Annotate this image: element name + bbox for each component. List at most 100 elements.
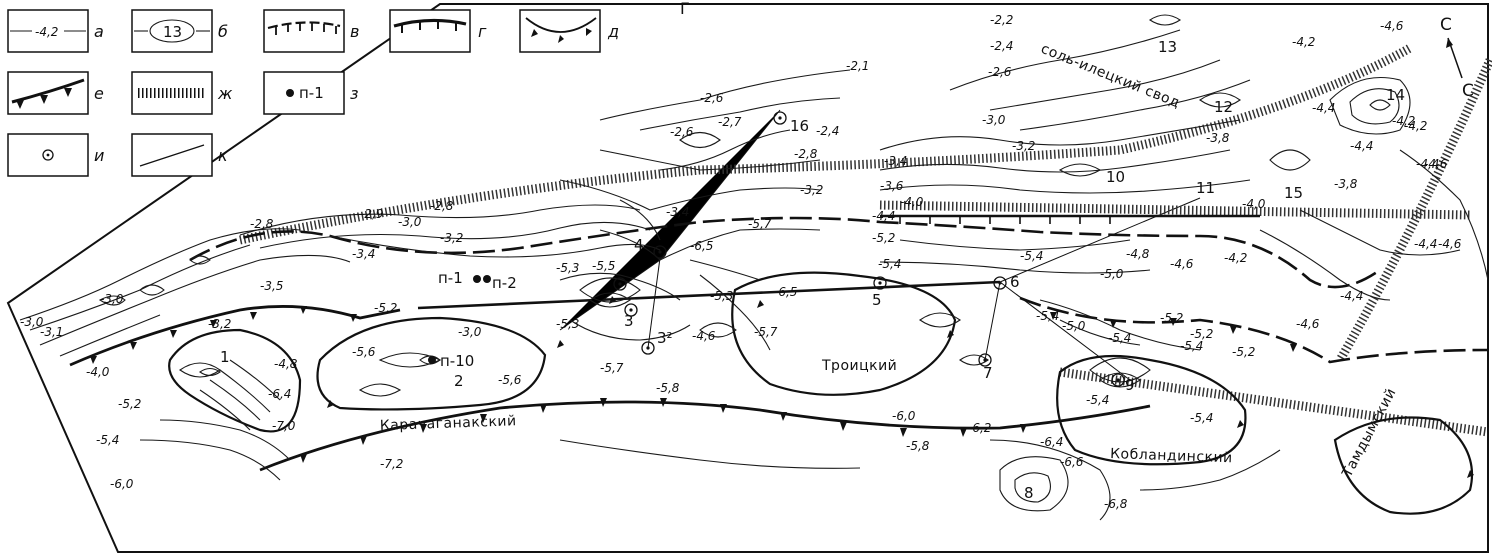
contour-label: -5,8 xyxy=(656,381,680,395)
contour-label: -4,6 xyxy=(1170,257,1194,271)
structure-number: 5 xyxy=(872,291,882,309)
structure-number: 3 xyxy=(624,312,634,330)
contour-label: -4,2 xyxy=(1392,114,1415,128)
contour-label: -4,4 xyxy=(872,209,895,223)
contour-label: -3,0 xyxy=(398,215,422,229)
legend-item-d: д xyxy=(519,9,619,53)
contour-label: -4,0 xyxy=(900,195,924,209)
legend-sample-label: -4,2 xyxy=(35,25,58,39)
contour-label: -5,2 xyxy=(872,231,895,245)
contour-label: -2,8 xyxy=(250,217,274,231)
legend-item-zh: ж xyxy=(131,71,233,115)
koblandinsky-label: Кобландинский xyxy=(1110,446,1233,466)
contour-label: -7,2 xyxy=(380,457,403,471)
outline-tamdymsky xyxy=(1333,416,1474,515)
contour-label: -4,2 xyxy=(1292,35,1315,49)
contour-label: -3,6 xyxy=(880,179,904,193)
legend-key: б xyxy=(218,22,228,41)
well-label: п-10 xyxy=(440,352,474,370)
contour-label: -3,0 xyxy=(100,292,124,306)
north-arrow: С С xyxy=(1440,15,1474,101)
legend-item-a: -4,2 а xyxy=(7,9,104,53)
contour-label: -6,4 xyxy=(1040,435,1063,449)
contour-label: -3,2 xyxy=(800,183,823,197)
contour-label: -6,5 xyxy=(690,239,713,253)
legend-item-b: 13 б xyxy=(131,9,228,53)
legend-key: и xyxy=(94,146,104,165)
outline-struct-1 xyxy=(168,328,302,433)
fault-lines xyxy=(69,214,1489,472)
contour-label: -5,4 xyxy=(96,433,119,447)
legend-key: д xyxy=(607,22,619,41)
structure-number: 13 xyxy=(1158,38,1177,56)
contour-label: -5,8 xyxy=(906,439,930,453)
contour-label: -4,2 xyxy=(1404,119,1427,133)
structure-number: 6 xyxy=(1010,273,1020,291)
contour-label: -5,0 xyxy=(1100,267,1124,281)
contour-label: -3,4 xyxy=(884,154,907,168)
contour-label: -6,2 xyxy=(968,421,991,435)
structure-number: 7 xyxy=(983,364,993,382)
contour-label: -4,4 xyxy=(1416,157,1439,171)
karachaganak-label: Карачаганакский xyxy=(380,413,517,434)
legend-sample-label: 13 xyxy=(163,23,182,41)
contour-label: -3,5 xyxy=(260,279,283,293)
contour-label: -5,2 xyxy=(1160,311,1183,325)
structure-number: 14 xyxy=(1386,86,1405,104)
contour-label: -4,4 xyxy=(1312,101,1335,115)
top-mark: Г xyxy=(680,0,690,18)
contour-label: -6,6 xyxy=(1060,455,1084,469)
legend: -4,2 а 13 б в г д xyxy=(7,9,619,177)
structure-number: 16 xyxy=(790,117,809,135)
structure-number: 15 xyxy=(1284,184,1303,202)
legend-key: в xyxy=(350,22,359,41)
legend-item-i: и xyxy=(7,133,104,177)
contour-label: -5,2 xyxy=(1190,327,1213,341)
troitsky-label: Троицкий xyxy=(821,358,897,374)
legend-item-e: е xyxy=(7,71,104,115)
contour-label: -4,6 xyxy=(1424,157,1448,171)
contour-label: -6,0 xyxy=(110,477,134,491)
contour-label: -5,3 xyxy=(556,317,579,331)
contour-label: -2,1 xyxy=(846,59,869,73)
contour-label: -4,4 xyxy=(1414,237,1437,251)
contour-label: -3,0 xyxy=(458,325,482,339)
structure-number: 9 xyxy=(1125,376,1135,394)
contour-label: -5,6 xyxy=(352,345,376,359)
contour-label: -3,8 xyxy=(1206,131,1230,145)
contour-label: -4,6 xyxy=(1438,237,1462,251)
isolines xyxy=(19,14,1489,521)
contour-label: -2,4 xyxy=(816,124,839,138)
legend-item-g: г xyxy=(389,9,487,53)
contour-label: -3,0 xyxy=(20,315,44,329)
legend-key: ж xyxy=(217,84,233,103)
contour-label: -2,2 xyxy=(990,13,1013,27)
contour-label: -6,5 xyxy=(774,285,797,299)
contour-label: -4,0 xyxy=(1242,197,1266,211)
contour-label: -3,2 xyxy=(208,317,231,331)
structure-number: 11 xyxy=(1196,179,1215,197)
outline-karachaganak xyxy=(316,316,547,411)
contour-label: -2,8 xyxy=(794,147,818,161)
structure-outlines xyxy=(168,271,1474,515)
well-marker xyxy=(428,356,436,364)
contour-label: -5,4 xyxy=(878,257,901,271)
legend-key: г xyxy=(478,22,487,41)
contour-label: -5,3 xyxy=(556,261,579,275)
contour-label: -2,6 xyxy=(988,65,1012,79)
contour-label: -5,7 xyxy=(754,325,778,339)
structure-number: 1 xyxy=(220,348,230,366)
structure-number: 4 xyxy=(634,236,644,254)
contour-label: -3,0 xyxy=(982,113,1006,127)
contour-label: -5,0 xyxy=(1062,319,1086,333)
contour-label: -5,4 xyxy=(1108,331,1131,345)
contour-label: -4,4 xyxy=(1350,139,1373,153)
contour-label: -4,0 xyxy=(86,365,110,379)
hatched-bands xyxy=(239,44,1492,437)
contour-label: -5,4 xyxy=(1086,393,1109,407)
legend-key: з xyxy=(350,84,359,103)
contour-label: -5,7 xyxy=(748,217,772,231)
contour-label: -5,3 xyxy=(710,289,733,303)
contour-label: -3,4 xyxy=(666,205,689,219)
contour-label: -6,0 xyxy=(892,409,916,423)
